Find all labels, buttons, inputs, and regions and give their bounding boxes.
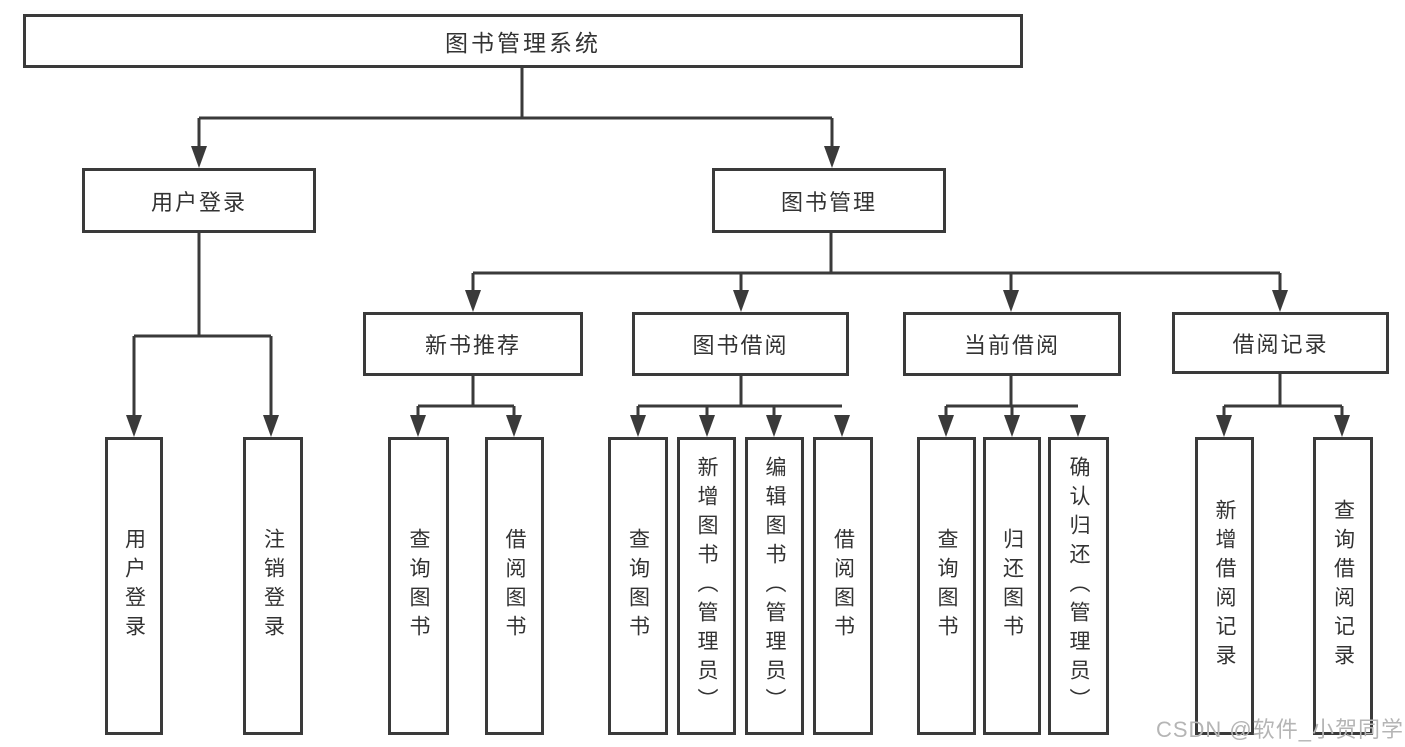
node-current-borrowing-label: 当前借阅 [963,333,1060,358]
arrow-down-icon [1003,290,1019,312]
arrow-down-icon [1216,415,1232,437]
node-borrowing-records: 借阅记录 [1172,312,1389,374]
arrow-down-icon [733,290,749,312]
arrowheads [126,146,1350,437]
node-borrowing-records-label: 借阅记录 [1232,332,1329,357]
node-user-login: 用户登录 [82,168,316,233]
arrow-down-icon [766,415,782,437]
node-root: 图书管理系统 [23,14,1023,68]
leaf-query-borrow-record: 查询借阅记录 [1313,437,1373,735]
leaf-add-books-admin-label: 新增图书（管理员） [695,455,718,717]
wire-current-borrow-to-children [944,376,1078,419]
leaf-query-books-recommend-label: 查询图书 [407,528,430,644]
arrow-down-icon [506,415,522,437]
wire-book-borrow-to-children [636,376,842,419]
node-user-login-label: 用户登录 [150,189,247,215]
node-current-borrowing: 当前借阅 [903,312,1121,376]
leaf-borrow-books: 借阅图书 [813,437,873,735]
arrow-down-icon [834,415,850,437]
arrow-down-icon [191,146,207,168]
node-new-book-recommend: 新书推荐 [363,312,583,376]
leaf-user-login: 用户登录 [105,437,163,735]
wire-user-login-to-children [132,233,273,419]
wire-root-to-level2 [197,68,834,150]
node-root-label: 图书管理系统 [445,30,601,56]
leaf-add-books-admin: 新增图书（管理员） [677,437,736,735]
arrow-down-icon [465,290,481,312]
arrow-down-icon [699,415,715,437]
arrow-down-icon [410,415,426,437]
leaf-confirm-return-admin: 确认归还（管理员） [1048,437,1109,735]
leaf-borrow-books-label: 借阅图书 [831,528,855,644]
arrow-down-icon [1334,415,1350,437]
node-book-borrowing: 图书借阅 [632,312,849,376]
leaf-confirm-return-admin-label: 确认归还（管理员） [1067,455,1090,717]
leaf-logout: 注销登录 [243,437,303,735]
leaf-query-books-recommend: 查询图书 [388,437,449,735]
node-new-book-recommend-label: 新书推荐 [424,333,521,358]
leaf-return-books: 归还图书 [983,437,1041,735]
leaf-borrow-books-recommend: 借阅图书 [485,437,544,735]
leaf-edit-books-admin: 编辑图书（管理员） [745,437,804,735]
arrow-down-icon [938,415,954,437]
leaf-logout-label: 注销登录 [261,528,285,644]
leaf-query-books-borrow: 查询图书 [608,437,668,735]
leaf-query-books-borrow-label: 查询图书 [626,528,650,644]
leaf-query-books-current-label: 查询图书 [935,528,958,644]
arrow-down-icon [630,415,646,437]
wire-borrow-records-to-children [1222,374,1344,419]
arrow-down-icon [824,146,840,168]
node-book-management-label: 图书管理 [780,189,877,215]
csdn-watermark: CSDN @软件_小贺同学 [1155,717,1404,742]
leaf-user-login-label: 用户登录 [122,528,146,644]
arrow-down-icon [1070,415,1086,437]
node-book-borrowing-label: 图书借阅 [692,333,789,358]
leaf-edit-books-admin-label: 编辑图书（管理员） [763,455,786,717]
arrow-down-icon [1272,290,1288,312]
leaf-query-borrow-record-label: 查询借阅记录 [1331,499,1355,673]
leaf-borrow-books-recommend-label: 借阅图书 [503,528,526,644]
arrow-down-icon [126,415,142,437]
node-book-management: 图书管理 [712,168,946,233]
leaf-return-books-label: 归还图书 [1000,528,1024,644]
arrow-down-icon [263,415,279,437]
wire-new-books-to-children [416,376,516,419]
leaf-add-borrow-record-label: 新增借阅记录 [1213,499,1236,673]
leaf-add-borrow-record: 新增借阅记录 [1195,437,1254,735]
arrow-down-icon [1004,415,1020,437]
leaf-query-books-current: 查询图书 [917,437,976,735]
wire-book-mgmt-to-level3 [471,233,1282,294]
